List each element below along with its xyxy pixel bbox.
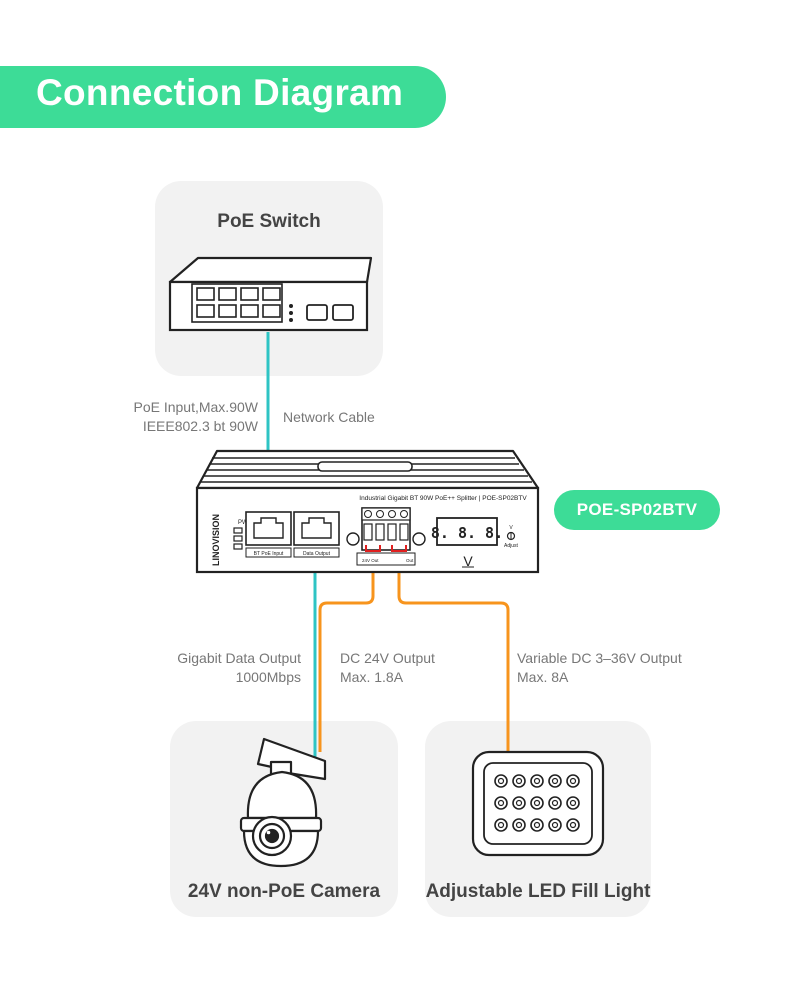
terminal-24v-label: 24V Out [362, 558, 379, 563]
terminal-block: 24V Out Out [346, 507, 426, 566]
voltage-symbol: V [463, 553, 473, 569]
display-digits: 8. 8. 8. [431, 524, 503, 542]
model-badge: POE-SP02BTV [554, 490, 720, 530]
dc24-line1: DC 24V Output [340, 650, 435, 666]
gigabit-output-label: Gigabit Data Output 1000Mbps [177, 649, 301, 687]
bt-poe-input-port [245, 511, 292, 558]
variable-dc-output-label: Variable DC 3–36V Output Max. 8A [517, 649, 682, 687]
led-fill-light-icon [471, 750, 605, 857]
gigabit-line2: 1000Mbps [235, 669, 301, 685]
variable-dc-cable [397, 550, 510, 752]
poe-input-line1: PoE Input,Max.90W [133, 399, 258, 415]
poe-input-label: PoE Input,Max.90W IEEE802.3 bt 90W [133, 398, 258, 436]
splitter-device: PWR BT PoE Input Data Output [195, 449, 540, 574]
voltage-display [436, 517, 498, 546]
light-title: Adjustable LED Fill Light [425, 881, 651, 902]
poe-switch-icon [168, 256, 373, 332]
variable-line2: Max. 8A [517, 669, 569, 685]
page-title: Connection Diagram [36, 72, 404, 113]
camera-title: 24V non-PoE Camera [187, 881, 381, 902]
data-output-label: Data Output [303, 551, 331, 557]
data-output-port [293, 511, 340, 558]
dc24-cable [318, 550, 375, 752]
ptz-camera-icon [239, 737, 327, 868]
pwr-led-icon [233, 527, 243, 550]
bt-poe-input-label: BT PoE Input [254, 551, 284, 557]
adjust-label: Adjust [504, 543, 519, 549]
dc24-output-label: DC 24V Output Max. 1.8A [340, 649, 435, 687]
adjust-knob-icon [506, 531, 516, 541]
variable-line1: Variable DC 3–36V Output [517, 650, 682, 666]
poe-input-line2: IEEE802.3 bt 90W [142, 418, 258, 434]
dc24-line2: Max. 1.8A [340, 669, 404, 685]
terminal-out-label: Out [406, 558, 414, 563]
poe-switch-title: PoE Switch [217, 211, 321, 232]
gigabit-line1: Gigabit Data Output [177, 650, 301, 666]
network-cable-label: Network Cable [283, 409, 375, 425]
product-line-text: Industrial Gigabit BT 90W PoE++ Splitter… [359, 495, 527, 502]
adjust-v-label: V [509, 525, 513, 531]
title-banner [0, 66, 446, 128]
brand-logo: LINOVISION [211, 514, 221, 566]
